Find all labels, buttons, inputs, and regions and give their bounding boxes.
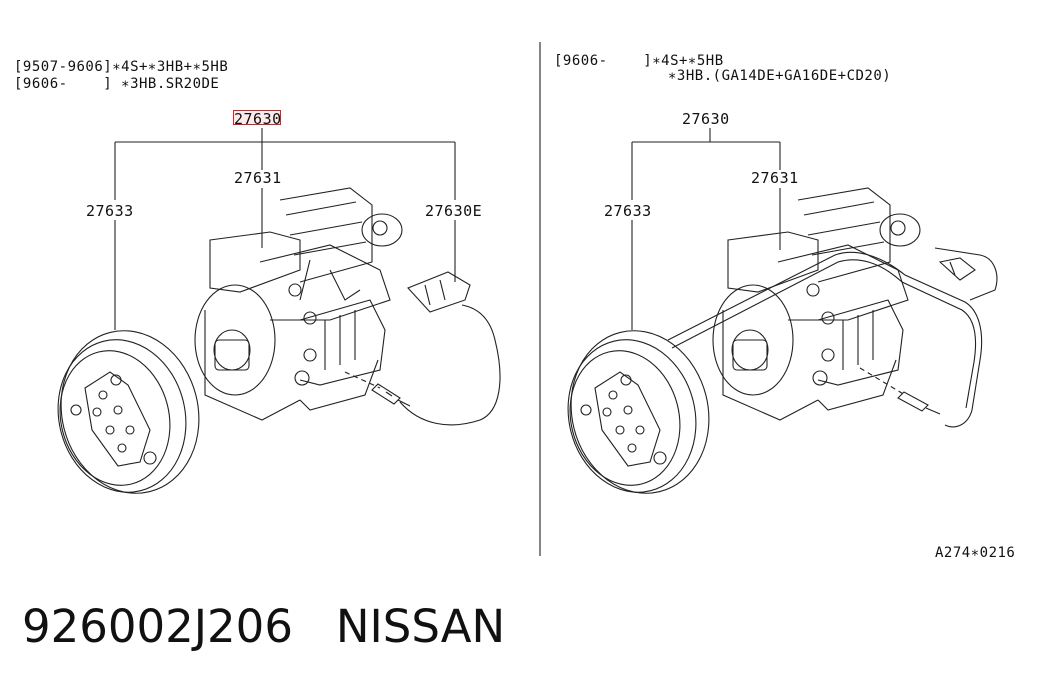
right-clutch-pulley [567, 330, 710, 494]
left-label-27633[interactable]: 27633 [86, 202, 134, 220]
footer-part-number: 926002J206 [22, 600, 293, 653]
right-leader-lines [631, 128, 781, 330]
diagram-code: A274∗0216 [935, 545, 1016, 561]
highlight-box [233, 110, 281, 125]
left-compressor-body [194, 187, 403, 421]
left-leader-lines [114, 128, 456, 330]
right-header-line1: [9606- ]∗4S+∗5HB [554, 53, 724, 69]
right-label-27630[interactable]: 27630 [682, 110, 730, 128]
right-wire-harness [667, 247, 998, 428]
footer-caption: 926002J206 NISSAN [22, 600, 505, 653]
left-label-27630[interactable]: 27630 [234, 110, 282, 128]
left-switch-wire [344, 271, 501, 426]
left-header-line1: [9507-9606]∗4S+∗3HB+∗5HB [14, 59, 229, 75]
right-label-27631[interactable]: 27631 [751, 169, 799, 187]
left-label-27631[interactable]: 27631 [234, 169, 282, 187]
right-header-line2: ∗3HB.(GA14DE+GA16DE+CD20) [668, 68, 892, 84]
footer-brand: NISSAN [335, 600, 506, 653]
right-label-27633[interactable]: 27633 [604, 202, 652, 220]
left-clutch-pulley [57, 330, 200, 494]
right-compressor-body [712, 187, 921, 421]
left-header-line2: [9606- ] ∗3HB.SR20DE [14, 76, 220, 92]
left-label-27630E[interactable]: 27630E [425, 202, 483, 220]
